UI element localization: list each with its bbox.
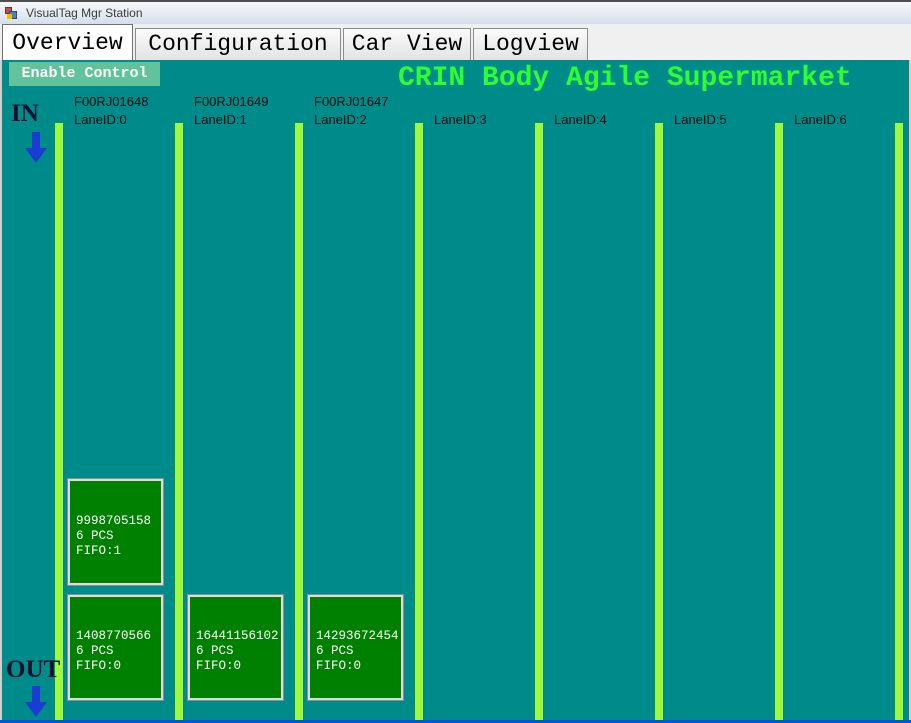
- lane-header-1: F00RJ01649 LaneID:1: [194, 94, 312, 127]
- tag-id: 1408770566: [76, 629, 152, 643]
- out-arrow-icon: [25, 686, 47, 717]
- tab-bar: Overview Configuration Car View Logview: [0, 24, 911, 60]
- tag-id: 14293672454: [316, 629, 399, 643]
- app-icon: [5, 6, 19, 20]
- lane-divider: [655, 123, 663, 723]
- tag-card: 16441156102 6 PCS FIFO:0: [187, 594, 284, 701]
- in-arrow-icon: [25, 132, 47, 163]
- lane-id-label: LaneID:5: [674, 112, 727, 127]
- tag-fifo: FIFO:0: [316, 659, 362, 673]
- reader-id: F00RJ01648: [74, 94, 149, 109]
- lane-divider: [415, 123, 423, 723]
- lane-id-label: LaneID:2: [314, 112, 367, 127]
- tab-car-view[interactable]: Car View: [343, 28, 471, 60]
- lane-divider: [895, 123, 903, 723]
- lane-id-label: LaneID:3: [434, 112, 487, 127]
- enable-control-button[interactable]: Enable Control: [9, 62, 160, 86]
- in-label: IN: [11, 100, 39, 127]
- lane-header-0: F00RJ01648 LaneID:0: [74, 94, 192, 127]
- lane-divider: [775, 123, 783, 723]
- page-title: CRIN Body Agile Supermarket: [398, 63, 852, 94]
- lane-divider: [295, 123, 303, 723]
- reader-id: F00RJ01647: [314, 94, 389, 109]
- tab-logview[interactable]: Logview: [473, 28, 588, 60]
- reader-id: [434, 94, 552, 112]
- tag-id: 16441156102: [196, 629, 279, 643]
- tag-qty: 6 PCS: [196, 644, 234, 658]
- reader-id: [554, 94, 672, 112]
- tag-card: 14293672454 6 PCS FIFO:0: [307, 594, 404, 701]
- reader-id: F00RJ01649: [194, 94, 269, 109]
- titlebar: VisualTag Mgr Station: [0, 2, 911, 24]
- lane-id-label: LaneID:4: [554, 112, 607, 127]
- tab-overview[interactable]: Overview: [2, 24, 133, 60]
- overview-panel: Enable Control CRIN Body Agile Supermark…: [0, 60, 911, 723]
- lane-header-2: F00RJ01647 LaneID:2: [314, 94, 432, 127]
- tag-card: 9998705158 6 PCS FIFO:1: [67, 478, 164, 586]
- lane-id-label: LaneID:6: [794, 112, 847, 127]
- tag-fifo: FIFO:0: [196, 659, 242, 673]
- window-bottom-border: [0, 720, 911, 723]
- window-title: VisualTag Mgr Station: [26, 6, 143, 20]
- tag-fifo: FIFO:0: [76, 659, 122, 673]
- lane-header-4: LaneID:4: [554, 94, 672, 127]
- lane-id-label: LaneID:0: [74, 112, 127, 127]
- tag-card: 1408770566 6 PCS FIFO:0: [67, 594, 164, 701]
- lane-divider: [55, 123, 63, 723]
- lane-divider: [535, 123, 543, 723]
- lane-header-5: LaneID:5: [674, 94, 792, 127]
- reader-id: [674, 94, 792, 112]
- tag-qty: 6 PCS: [76, 528, 114, 543]
- tag-id: 9998705158: [76, 513, 152, 528]
- tag-qty: 6 PCS: [316, 644, 354, 658]
- lane-divider: [175, 123, 183, 723]
- tab-configuration[interactable]: Configuration: [135, 28, 341, 60]
- tag-qty: 6 PCS: [76, 644, 114, 658]
- lane-header-6: LaneID:6: [794, 94, 911, 127]
- lane-id-label: LaneID:1: [194, 112, 247, 127]
- tag-fifo: FIFO:1: [76, 543, 122, 558]
- lane-header-3: LaneID:3: [434, 94, 552, 127]
- out-label: OUT: [6, 656, 61, 683]
- reader-id: [794, 94, 911, 112]
